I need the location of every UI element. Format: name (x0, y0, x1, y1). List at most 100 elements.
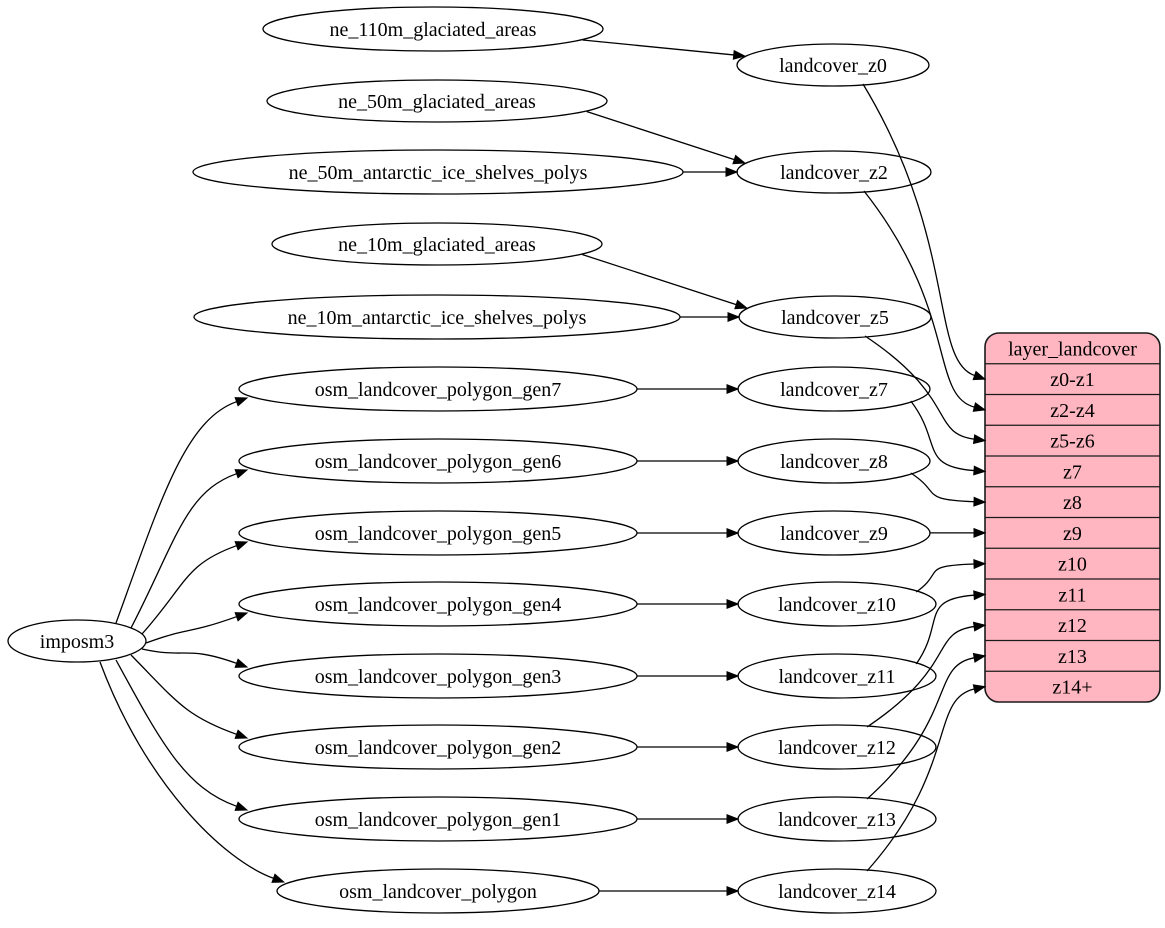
edge-ne-50m-antarctic-ice-shelves-polys-to-landcover-z2 (683, 166, 739, 178)
node-osm-landcover-polygon-gen6: osm_landcover_polygon_gen6 (238, 438, 638, 484)
edge-path (866, 657, 975, 800)
node-ne-10m-glaciated-areas-shape (271, 222, 603, 266)
edge-arrowhead (726, 741, 740, 753)
edge-landcover-z13-to-layer-landcover-z13 (866, 652, 987, 800)
edge-path (910, 400, 975, 472)
node-landcover-z0: landcover_z0 (736, 43, 930, 87)
edge-path (99, 661, 274, 879)
edge-path (141, 648, 237, 664)
edge-arrowhead (234, 541, 249, 551)
edge-path (115, 659, 237, 807)
edge-osm-landcover-polygon-gen5-to-landcover-z9 (637, 527, 740, 539)
node-osm-landcover-polygon-label: osm_landcover_polygon (339, 881, 537, 903)
edge-arrowhead (271, 873, 286, 883)
node-landcover-z10-label: landcover_z10 (778, 594, 896, 616)
node-osm-landcover-polygon-gen5-label: osm_landcover_polygon_gen5 (315, 523, 562, 545)
edge-osm-landcover-polygon-gen7-to-landcover-z7 (637, 383, 740, 395)
node-osm-landcover-polygon-gen5: osm_landcover_polygon_gen5 (238, 510, 638, 556)
record-title: layer_landcover (1008, 338, 1137, 360)
edge-landcover-z7-to-layer-landcover-z7 (910, 400, 987, 476)
edge-arrowhead (734, 299, 748, 310)
node-osm-landcover-polygon-gen7-label: osm_landcover_polygon_gen7 (315, 379, 562, 401)
edge-landcover-z14-to-layer-landcover-z14plus (866, 684, 987, 872)
edge-arrowhead (973, 590, 987, 601)
node-landcover-z11-label: landcover_z11 (779, 666, 896, 688)
edge-path (582, 39, 734, 56)
node-landcover-z11: landcover_z11 (737, 653, 937, 699)
node-landcover-z14-label: landcover_z14 (778, 881, 896, 903)
record-row-z7: z7 (1063, 461, 1082, 483)
node-landcover-z9-label: landcover_z9 (780, 523, 888, 545)
edge-arrowhead (972, 652, 987, 663)
node-landcover-z7-label: landcover_z7 (780, 379, 888, 401)
record-row-z13: z13 (1058, 646, 1087, 668)
record-row-z5-z6: z5-z6 (1050, 431, 1094, 453)
edge-landcover-z11-to-layer-landcover-z11 (915, 590, 987, 665)
node-osm-landcover-polygon-gen1: osm_landcover_polygon_gen1 (238, 796, 638, 842)
edge-arrowhead (234, 801, 249, 811)
edge-path (141, 545, 237, 635)
node-landcover-z12-label: landcover_z12 (778, 737, 896, 759)
node-ne-50m-antarctic-ice-shelves-polys: ne_50m_antarctic_ice_shelves_polys (192, 149, 684, 195)
node-imposm3: imposm3 (7, 619, 147, 663)
node-landcover-z0-shape (736, 43, 930, 87)
edge-arrowhead (732, 49, 747, 60)
record-row-z8: z8 (1063, 492, 1082, 514)
edge-osm-landcover-polygon-gen2-to-landcover-z12 (637, 741, 740, 753)
edges-layer (99, 39, 987, 897)
edge-path (586, 110, 735, 161)
record-layer: layer_landcoverz0-z1z2-z4z5-z6z7z8z9z10z… (984, 332, 1161, 703)
edge-landcover-z0-to-layer-landcover-z0-z1 (862, 83, 987, 381)
edge-path (866, 688, 975, 872)
edge-path (130, 473, 237, 629)
edge-arrowhead (234, 658, 249, 668)
node-imposm3-shape (7, 619, 147, 663)
edge-arrowhead (234, 397, 249, 407)
node-landcover-z8-label: landcover_z8 (780, 451, 888, 473)
record-row-z14plus: z14+ (1052, 677, 1092, 699)
edge-landcover-z8-to-layer-landcover-z8 (910, 472, 987, 507)
edge-path (130, 654, 237, 735)
edge-imposm3-to-osm-landcover-polygon-gen7 (115, 397, 249, 624)
edge-arrowhead (973, 496, 987, 507)
edge-imposm3-to-osm-landcover-polygon-gen6 (130, 469, 249, 629)
edge-imposm3-to-osm-landcover-polygon-gen5 (141, 541, 249, 635)
edge-arrowhead (726, 813, 740, 825)
edge-arrowhead (972, 370, 987, 381)
node-osm-landcover-polygon-gen7: osm_landcover_polygon_gen7 (238, 366, 638, 412)
edge-ne-50m-glaciated-areas-to-landcover-z2 (586, 110, 747, 165)
edge-path (910, 472, 975, 503)
edge-path (581, 253, 737, 306)
edge-arrowhead (973, 559, 987, 570)
node-ne-10m-glaciated-areas-label: ne_10m_glaciated_areas (338, 234, 536, 256)
node-osm-landcover-polygon-gen3-label: osm_landcover_polygon_gen3 (315, 666, 562, 688)
record-row-z12: z12 (1058, 615, 1087, 637)
record-row-z11: z11 (1058, 584, 1086, 606)
record-layer-landcover: layer_landcoverz0-z1z2-z4z5-z6z7z8z9z10z… (984, 332, 1161, 703)
node-landcover-z9: landcover_z9 (737, 510, 931, 556)
node-ne-50m-antarctic-ice-shelves-polys-label: ne_50m_antarctic_ice_shelves_polys (289, 162, 588, 184)
edge-landcover-z12-to-layer-landcover-z12 (866, 621, 987, 728)
edge-ne-10m-glaciated-areas-to-landcover-z5 (581, 253, 748, 310)
node-landcover-z5: landcover_z5 (738, 295, 932, 339)
edge-path (863, 190, 975, 408)
node-ne-110m-glaciated-areas: ne_110m_glaciated_areas (262, 6, 604, 52)
edge-arrowhead (726, 598, 740, 610)
node-osm-landcover-polygon-gen6-label: osm_landcover_polygon_gen6 (315, 451, 562, 473)
edge-arrowhead (726, 527, 740, 539)
record-row-z10: z10 (1058, 554, 1087, 576)
edge-imposm3-to-osm-landcover-polygon-gen4 (145, 612, 249, 644)
edge-landcover-z9-to-layer-landcover-z9 (930, 527, 987, 538)
node-osm-landcover-polygon-gen1-label: osm_landcover_polygon_gen1 (315, 809, 562, 831)
edge-imposm3-to-osm-landcover-polygon-gen3 (141, 648, 249, 668)
edge-path (862, 83, 975, 377)
record-row-z2-z4: z2-z4 (1050, 400, 1094, 422)
node-landcover-z14: landcover_z14 (737, 868, 937, 914)
node-landcover-z2: landcover_z2 (736, 150, 932, 194)
edge-arrowhead (234, 612, 249, 622)
edge-arrowhead (972, 434, 987, 445)
edge-arrowhead (973, 465, 987, 476)
edge-arrowhead (726, 670, 740, 682)
record-row-z9: z9 (1063, 523, 1082, 545)
